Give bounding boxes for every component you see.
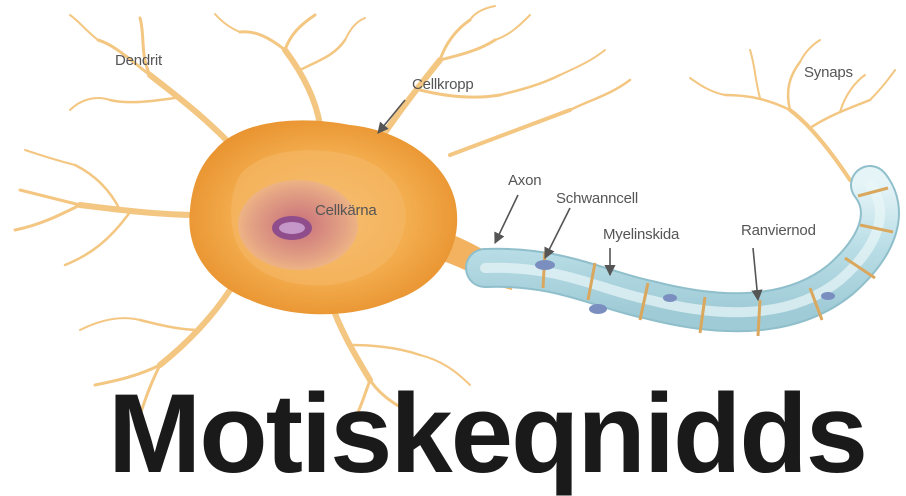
axon-terminals	[690, 40, 895, 180]
label-cellkropp: Cellkropp	[412, 76, 474, 93]
schwann-cell-nucleus	[535, 260, 555, 270]
label-myelinskida: Myelinskida	[603, 226, 679, 243]
label-dendrit: Dendrit	[115, 52, 162, 69]
label-cellkarna: Cellkärna	[315, 202, 377, 219]
bottom-heading-clipped: Motiskeqnidds	[108, 378, 866, 490]
label-schwanncell: Schwanncell	[556, 190, 638, 207]
schwann-cell-nucleus	[663, 294, 677, 302]
label-ranviernod: Ranviernod	[741, 222, 816, 239]
nucleus	[238, 180, 358, 270]
schwann-cell-nucleus	[589, 304, 607, 314]
label-synaps: Synaps	[804, 64, 853, 81]
schwanncell-arrow	[545, 208, 570, 258]
label-axon: Axon	[508, 172, 541, 189]
axon-arrow	[495, 195, 518, 243]
myelinated-axon	[485, 185, 893, 336]
schwann-cell-nucleus	[821, 292, 835, 300]
